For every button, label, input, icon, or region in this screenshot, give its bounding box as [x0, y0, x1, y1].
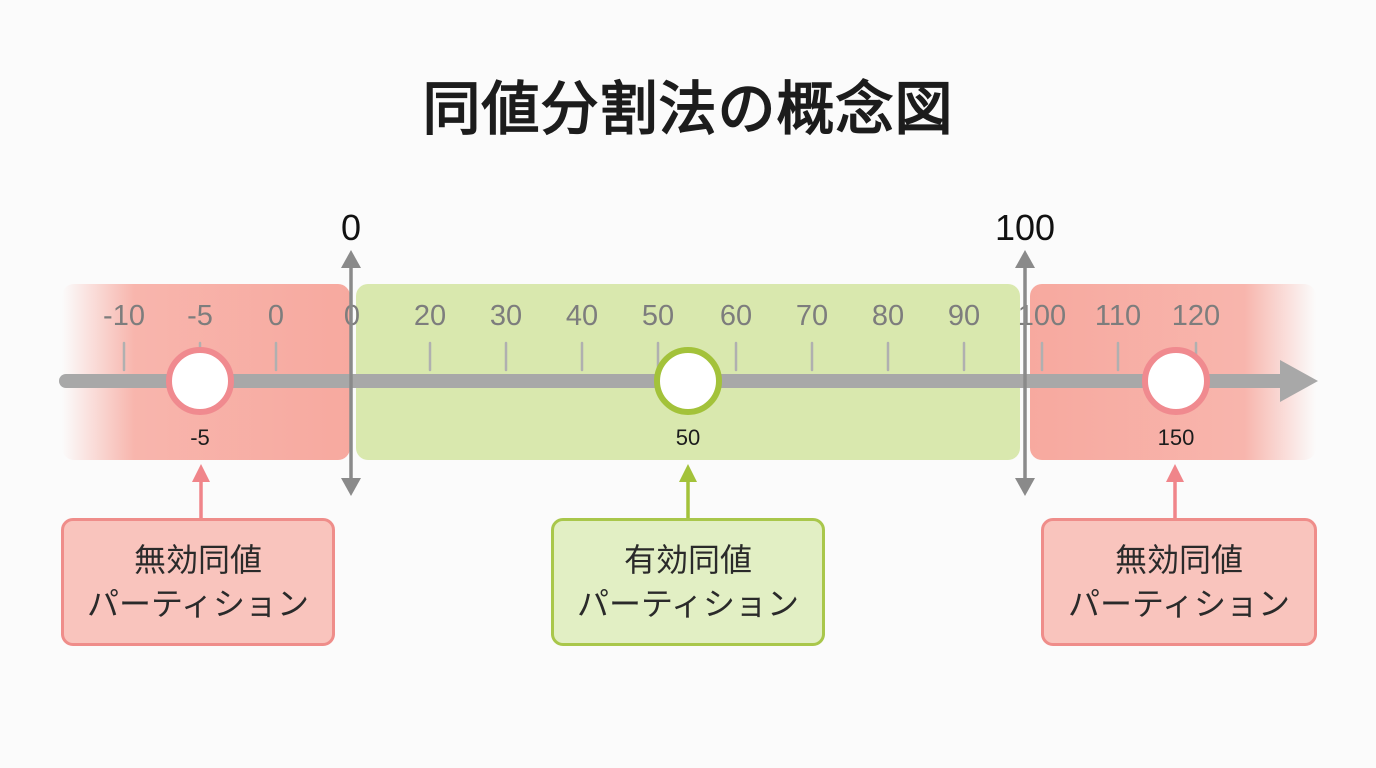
boundary-line-high — [1015, 250, 1035, 496]
sample-value-label: 50 — [676, 425, 700, 450]
valid-partition-box: 有効同値 パーティション — [551, 518, 825, 646]
sample-point-valid — [654, 347, 722, 415]
page-title: 同値分割法の概念図 — [422, 75, 954, 143]
tick-label: 120 — [1172, 300, 1220, 332]
partition-label-line1: 有効同値 — [623, 541, 752, 579]
boundary-label-high: 100 — [995, 207, 1055, 248]
axis-arrowhead-icon — [1280, 360, 1318, 402]
tick-label: 0 — [268, 300, 284, 332]
tick-label: 20 — [414, 300, 446, 332]
sample-point-invalid-low — [166, 347, 234, 415]
sample-value-label: 150 — [1158, 425, 1195, 450]
tick-label: 110 — [1095, 300, 1141, 332]
boundary-label-low: 0 — [341, 207, 361, 248]
pointer-arrow-left — [192, 464, 210, 518]
pointer-arrow-middle — [679, 464, 697, 518]
tick-label: 80 — [872, 300, 904, 332]
partition-label-line2: パーティション — [1067, 585, 1291, 623]
sample-value-label: -5 — [190, 425, 210, 450]
partition-label-line2: パーティション — [86, 585, 310, 623]
tick-label: 60 — [720, 300, 752, 332]
partition-label-line1: 無効同値 — [1114, 541, 1243, 579]
partition-label-line1: 無効同値 — [133, 541, 262, 579]
tick-label: 70 — [796, 300, 828, 332]
sample-point-invalid-high — [1142, 347, 1210, 415]
invalid-partition-box-right: 無効同値 パーティション — [1041, 518, 1317, 646]
invalid-partition-box-left: 無効同値 パーティション — [61, 518, 335, 646]
tick-label: -10 — [103, 300, 145, 332]
tick-label: 50 — [642, 300, 674, 332]
tick-label: 30 — [490, 300, 522, 332]
tick-label: 90 — [948, 300, 980, 332]
boundary-line-low — [341, 250, 361, 496]
tick-label: 40 — [566, 300, 598, 332]
partition-label-line2: パーティション — [576, 585, 800, 623]
tick-label: -5 — [187, 300, 213, 332]
pointer-arrow-right — [1166, 464, 1184, 518]
